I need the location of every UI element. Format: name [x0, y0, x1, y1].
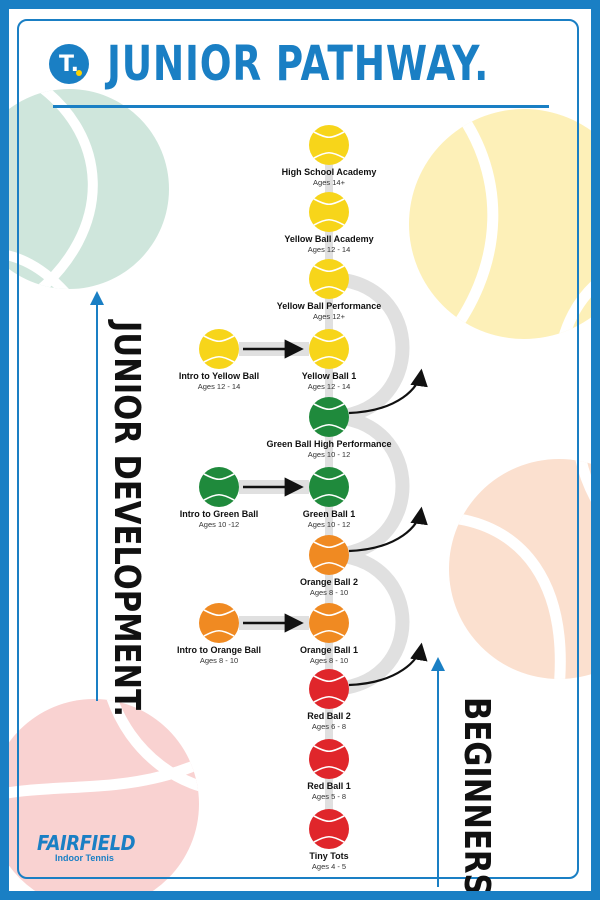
tennis-ball-icon: [199, 467, 239, 507]
pathway-step-ages: Ages 5 - 8: [311, 792, 347, 801]
beginners-arrow-icon: [431, 657, 445, 887]
progression-arrow-icon: [348, 368, 428, 415]
pathway-step-ages: Ages 12 - 14: [307, 245, 351, 254]
background-orange-ball: [449, 459, 591, 679]
logo-letter: T.: [58, 51, 80, 77]
tennis-ball-icon: [309, 603, 349, 643]
pathway-step-name: Orange Ball 2: [299, 577, 359, 587]
connector-loop: [328, 272, 410, 424]
intro-step-ages: Ages 12 - 14: [197, 382, 241, 391]
pathway-step-ages: Ages 6 - 8: [311, 722, 347, 731]
tennis-ball-icon: [199, 329, 239, 369]
pathway-step-name: Green Ball High Performance: [266, 439, 392, 449]
progression-arrow-icon: [348, 642, 428, 687]
connector-loop: [328, 410, 410, 562]
tennis-ball-icon: [309, 125, 349, 165]
brand-logo: FAIRFIELD Indoor Tennis: [37, 831, 146, 863]
tennis-ball-icon: [309, 669, 349, 709]
pathway-step-name: Yellow Ball 1: [301, 371, 357, 381]
intro-step-name: Intro to Green Ball: [179, 509, 259, 519]
tennis-ball-icon: [199, 603, 239, 643]
pathway-diagram: [199, 125, 428, 849]
tennis-ball-icon: [309, 329, 349, 369]
logo-dot: [76, 70, 82, 76]
pathway-step-ages: Ages 12+: [313, 312, 345, 321]
intro-step-ages: Ages 10 -12: [198, 520, 240, 529]
tennis-ball-icon: [309, 259, 349, 299]
pathway-step-name: Yellow Ball Performance: [276, 301, 382, 311]
pathway-step-ages: Ages 12 - 14: [307, 382, 351, 391]
pathway-step-name: High School Academy: [281, 167, 377, 177]
pathway-step-name: Tiny Tots: [309, 851, 349, 861]
title-underline: [53, 105, 549, 108]
poster: T. JUNIOR PATHWAY. JUNIOR DEVELOPMENT. B…: [9, 9, 591, 891]
brand-subtitle: Indoor Tennis: [55, 853, 114, 863]
pathway-step-ages: Ages 4 - 5: [311, 862, 347, 871]
intro-step-name: Intro to Yellow Ball: [178, 371, 260, 381]
pathway-step-name: Red Ball 1: [307, 781, 351, 791]
tennis-ball-icon: [309, 397, 349, 437]
page-title: JUNIOR PATHWAY.: [107, 36, 490, 92]
pathway-step-ages: Ages 14+: [313, 178, 345, 187]
tennis-ball-icon: [309, 809, 349, 849]
intro-step-ages: Ages 8 - 10: [199, 656, 239, 665]
tennis-ball-icon: [309, 535, 349, 575]
poster-frame: [17, 19, 579, 879]
pathway-step-ages: Ages 8 - 10: [309, 588, 349, 597]
background-red-ball: [9, 699, 199, 891]
pathway-step-ages: Ages 10 - 12: [307, 520, 351, 529]
connector-loop: [328, 548, 410, 696]
background-green-ball: [9, 89, 169, 289]
tennis-ball-icon: [309, 739, 349, 779]
pathway-step-ages: Ages 10 - 12: [307, 450, 351, 459]
tennis-ball-icon: [309, 192, 349, 232]
pathway-step-ages: Ages 8 - 10: [309, 656, 349, 665]
header: T. JUNIOR PATHWAY.: [49, 31, 591, 97]
pathway-step-name: Red Ball 2: [307, 711, 351, 721]
pathway-step-name: Orange Ball 1: [299, 645, 359, 655]
intro-step-name: Intro to Orange Ball: [176, 645, 261, 655]
tennis-ball-icon: [309, 467, 349, 507]
progression-arrow-icon: [348, 506, 428, 553]
pathway-step-name: Green Ball 1: [302, 509, 356, 519]
background-yellow-ball: [409, 109, 591, 339]
logo-mark-icon: T.: [49, 44, 89, 84]
development-arrow-icon: [90, 291, 104, 701]
brand-name: FAIRFIELD: [37, 831, 136, 855]
pathway-step-name: Yellow Ball Academy: [284, 234, 374, 244]
